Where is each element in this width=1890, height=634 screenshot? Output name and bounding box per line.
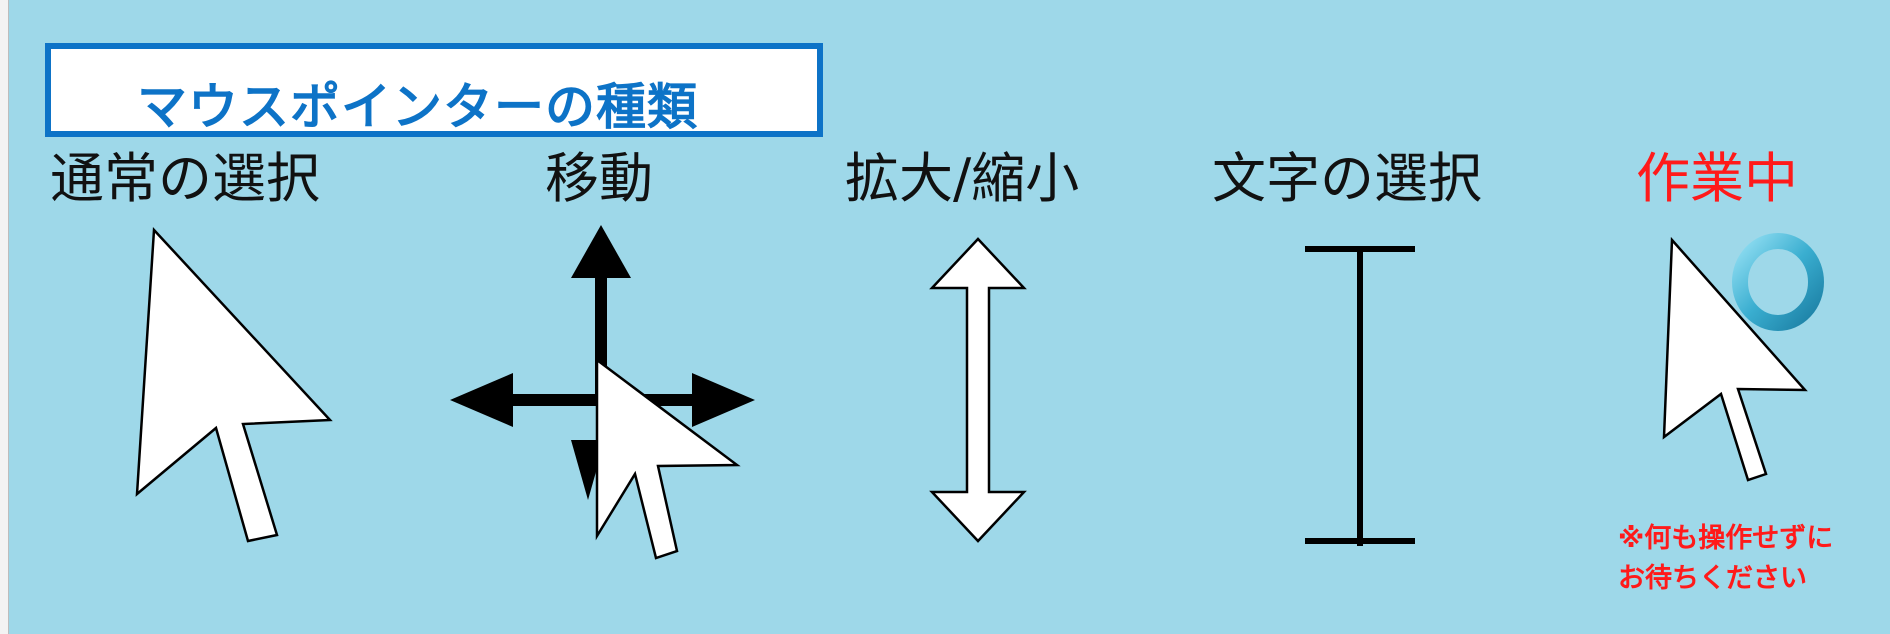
title-box: マウスポインターの種類 (45, 43, 823, 137)
text-ibeam-icon (1305, 246, 1415, 546)
arrow-pointer-icon (135, 227, 333, 543)
vertical-ruler (0, 0, 9, 634)
busy-cursor-icon (1662, 233, 1824, 482)
busy-note: ※何も操作せずに お待ちください (1618, 519, 1833, 599)
label-resize: 拡大/縮小 (845, 147, 1080, 210)
label-text-select: 文字の選択 (1212, 147, 1482, 210)
label-normal-select: 通常の選択 (50, 147, 320, 210)
resize-vertical-icon (929, 237, 1027, 543)
label-busy: 作業中 (1636, 147, 1798, 210)
busy-note-line-1: ※何も操作せずに (1618, 523, 1834, 554)
busy-note-line-2: お待ちください (1618, 563, 1807, 594)
label-move: 移動 (545, 147, 653, 210)
move-cursor-icon (450, 225, 755, 560)
page-title: マウスポインターの種類 (137, 78, 698, 136)
